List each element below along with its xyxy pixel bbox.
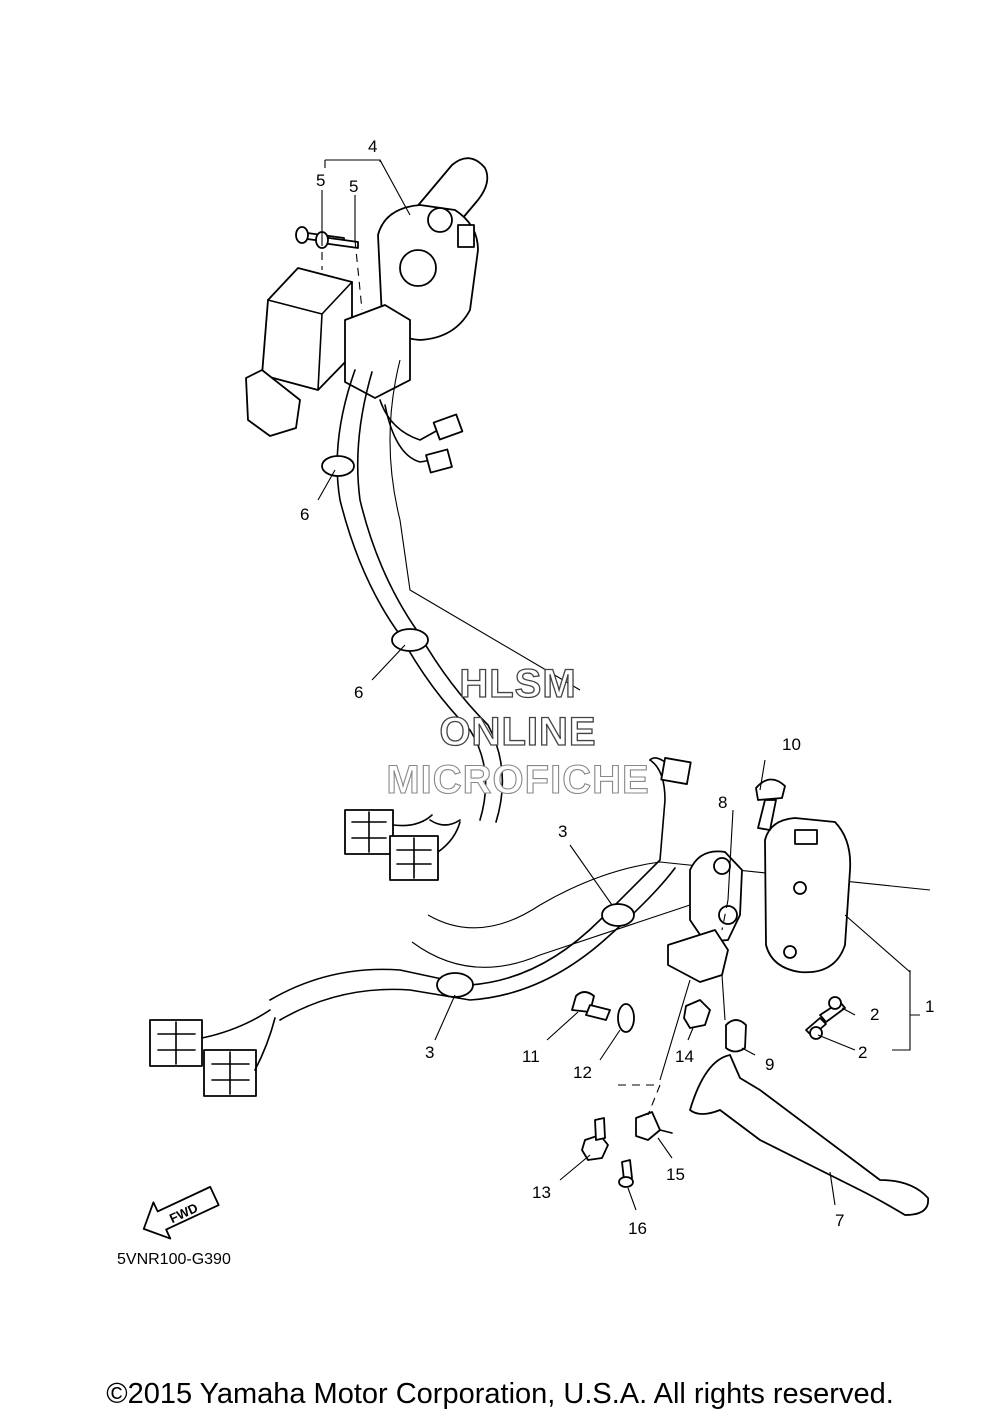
watermark: HLSM ONLINE MICROFICHE bbox=[386, 661, 649, 802]
callout-2b: 2 bbox=[858, 1043, 867, 1062]
callout-6: 6 bbox=[300, 505, 309, 524]
callout-14: 14 bbox=[675, 1047, 694, 1066]
lever-holder-assembly bbox=[571, 778, 929, 1216]
callout-4: 4 bbox=[368, 137, 377, 156]
callout-10: 10 bbox=[782, 735, 801, 754]
callout-13: 13 bbox=[532, 1183, 551, 1202]
copyright-notice: ©2015 Yamaha Motor Corporation, U.S.A. A… bbox=[106, 1378, 894, 1410]
callout-3b: 3 bbox=[425, 1043, 434, 1062]
watermark-line-2: ONLINE bbox=[439, 710, 596, 754]
callout-1: 1 bbox=[925, 997, 934, 1016]
callout-labels: 1 2 2 3 3 4 5 5 6 6 7 8 9 10 11 12 13 14… bbox=[300, 137, 934, 1238]
watermark-line-3: MICROFICHE bbox=[386, 758, 649, 802]
callout-7: 7 bbox=[835, 1211, 844, 1230]
upper-leader-lines bbox=[317, 159, 411, 681]
callout-2: 2 bbox=[870, 1005, 879, 1024]
callout-9: 9 bbox=[765, 1055, 774, 1074]
left-handlebar-switch-assembly bbox=[245, 157, 581, 881]
callout-5b: 5 bbox=[349, 177, 358, 196]
callout-12: 12 bbox=[573, 1063, 592, 1082]
lower-leader-lines bbox=[434, 759, 920, 1211]
callout-5: 5 bbox=[316, 171, 325, 190]
diagram-code: 5VNR100-G390 bbox=[117, 1251, 231, 1268]
callout-15: 15 bbox=[666, 1165, 685, 1184]
watermark-line-1: HLSM bbox=[459, 662, 576, 706]
callout-6b: 6 bbox=[354, 683, 363, 702]
callout-3: 3 bbox=[558, 822, 567, 841]
callout-11: 11 bbox=[522, 1047, 540, 1066]
fwd-arrow-icon: FWD bbox=[142, 1185, 220, 1240]
callout-16: 16 bbox=[628, 1219, 647, 1238]
lower-harness bbox=[149, 757, 931, 1097]
callout-8: 8 bbox=[718, 793, 727, 812]
